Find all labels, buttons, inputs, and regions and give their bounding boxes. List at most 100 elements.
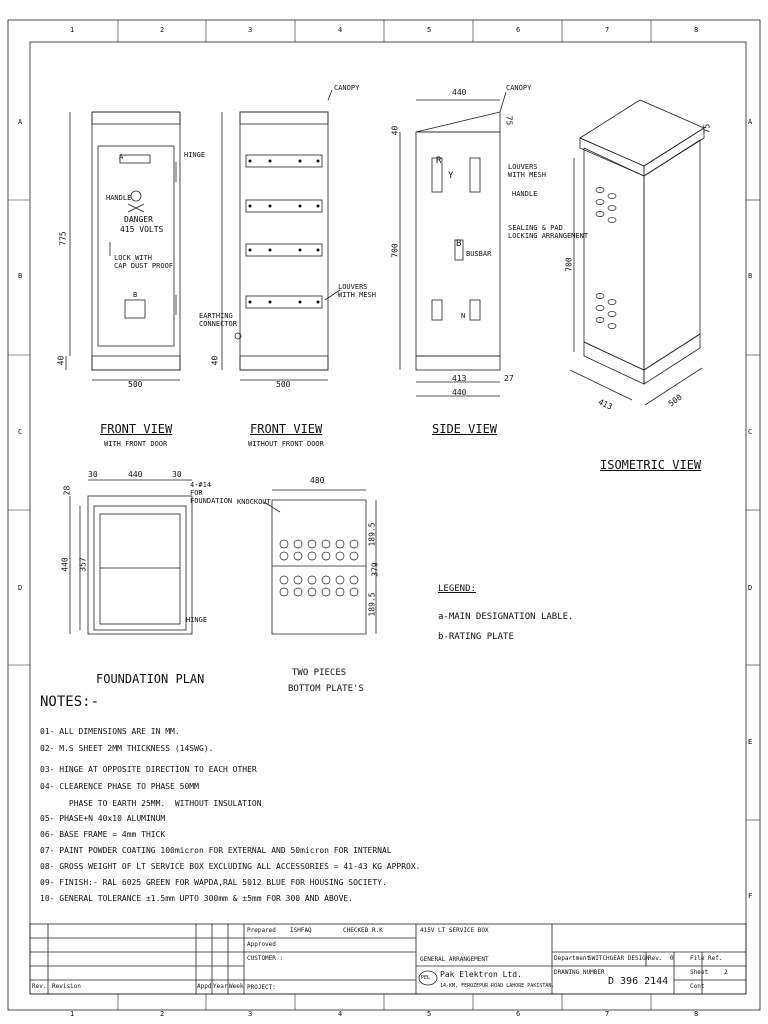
year-header: Year	[213, 983, 228, 990]
louvers-label: LOUVERS	[338, 283, 368, 291]
width-dimension: 500	[276, 380, 291, 389]
note-item: 07- PAINT POWDER COATING 100micron FOR E…	[40, 846, 392, 855]
customer-label: CUSTOMER :	[247, 955, 284, 962]
rating-plate-marker: b	[133, 291, 138, 299]
note-item: 01- ALL DIMENSIONS ARE IN MM.	[40, 727, 180, 736]
zone-label: D	[18, 584, 23, 592]
note-item: 05- PHASE+N 40x10 ALUMINUM	[40, 814, 166, 823]
base-dimension: 40	[56, 355, 66, 366]
width-dimension: 480	[310, 476, 325, 485]
sheet-number: 2	[724, 969, 728, 976]
canopy-label: CANOPY	[334, 84, 360, 92]
checked-by: R.K	[372, 927, 383, 934]
zone-label: 6	[516, 1010, 521, 1018]
zone-label: 6	[516, 26, 521, 34]
note-item: 10- GENERAL TOLERANCE ±1.5mm UPTO 300mm …	[40, 894, 354, 903]
upper-dimension: 189.5	[367, 522, 377, 547]
hinge-label: HINGE	[184, 151, 206, 159]
week-header: Week	[229, 983, 244, 990]
note-item: 02- M.S SHEET 2MM THICKNESS (14SWG).	[40, 744, 214, 753]
danger-text: DANGER	[124, 215, 153, 224]
department-value: SWITCHGEAR DESIGN	[588, 955, 650, 962]
prepared-label: Prepared	[247, 927, 276, 934]
zone-label: D	[748, 584, 753, 592]
view-title: FOUNDATION PLAN	[96, 672, 205, 686]
zone-label: B	[18, 272, 23, 280]
knockout-label: KNOCKOUT	[237, 498, 271, 506]
drawing-title: 415V LT SERVICE BOX	[420, 927, 489, 934]
lower-dimension: 189.5	[367, 592, 377, 617]
zone-label: 4	[338, 26, 343, 34]
legend-title: LEGEND:	[438, 584, 476, 594]
canopy-height-dimension: 75	[702, 123, 712, 134]
department-label: Department	[554, 955, 591, 962]
hinge-label: HINGE	[186, 616, 208, 624]
top-offset-dimension: 40	[390, 125, 400, 136]
project-label: PROJECT:	[247, 984, 276, 991]
appd-header: Appd	[197, 983, 212, 990]
view-title: TWO PIECES	[292, 668, 347, 678]
busbar-label: BUSBAR	[466, 250, 492, 258]
note-item: 08- GROSS WEIGHT OF LT SERVICE BOX EXCLU…	[40, 862, 421, 871]
foundation-holes-label: 4-#14	[190, 481, 212, 489]
top-width-dimension: 440	[452, 88, 467, 97]
inner-dimension: 413	[452, 374, 467, 383]
inner-depth-dimension: 357	[78, 557, 88, 572]
view-subtitle: WITH FRONT DOOR	[104, 440, 168, 448]
foundation-holes-label-3: FOUNDATION	[190, 497, 233, 505]
handle-label: HANDLE	[106, 194, 132, 202]
designation-label-marker: a	[119, 153, 124, 161]
height-dimension: 700	[390, 243, 400, 258]
zone-label: 7	[605, 26, 610, 34]
zone-label: 2	[160, 1010, 165, 1018]
louvers-label-2: WITH MESH	[338, 291, 376, 299]
cont-label: Cont	[690, 983, 705, 990]
offset-dimension: 27	[504, 374, 514, 383]
sealing-label-2: LOCKING ARRANGEMENT	[508, 232, 589, 240]
legend-item: b-RATING PLATE	[438, 632, 514, 642]
note-item: 06- BASE FRAME = 4mm THICK	[40, 830, 166, 839]
view-title: FRONT VIEW	[100, 422, 173, 436]
top-offset-dimension: 28	[62, 485, 72, 496]
louvers-label-2: WITH MESH	[508, 171, 546, 179]
zone-label: C	[18, 428, 23, 436]
view-title: FRONT VIEW	[250, 422, 323, 436]
view-title: ISOMETRIC VIEW	[600, 458, 702, 472]
rev-label: Rev.	[648, 955, 663, 962]
base-dimension: 40	[210, 355, 220, 366]
width-dimension: 440	[128, 470, 143, 479]
note-item: 09- FINISH:- RAL 6025 GREEN FOR WAPDA,RA…	[40, 878, 387, 887]
voltage-text: 415 VOLTS	[120, 225, 164, 234]
company-name: Pak Elektron Ltd.	[440, 970, 522, 979]
foundation-holes-label-2: FOR	[190, 489, 203, 497]
zone-label: 5	[427, 1010, 432, 1018]
sheet-label: Sheet	[690, 969, 709, 976]
view-title: SIDE VIEW	[432, 422, 498, 436]
neutral-label: N	[461, 312, 466, 320]
zone-label: 1	[70, 1010, 75, 1018]
zone-label: 3	[248, 26, 253, 34]
height-dimension: 700	[564, 257, 574, 272]
note-item: PHASE TO EARTH 25MM. WITHOUT INSULATION	[40, 799, 262, 808]
canopy-label: CANOPY	[506, 84, 532, 92]
zone-label: 8	[694, 26, 699, 34]
zone-label: 8	[694, 1010, 699, 1018]
earthing-label-2: CONNECTOR	[199, 320, 237, 328]
sealing-label: SEALING & PAD	[508, 224, 563, 232]
lock-label-2: CAP DUST PROOF	[114, 262, 174, 270]
zone-label: 5	[427, 26, 432, 34]
zone-label: A	[18, 118, 23, 126]
approved-label: Approved	[247, 941, 276, 948]
width-dimension: 440	[452, 388, 467, 397]
right-offset-dimension: 30	[172, 470, 182, 479]
zone-label: 7	[605, 1010, 610, 1018]
zone-label: 2	[160, 26, 165, 34]
phase-b-label: B	[456, 239, 462, 249]
phase-r-label: R	[436, 156, 442, 166]
outer-depth-dimension: 440	[60, 557, 70, 572]
overall-dimension: 379	[370, 562, 380, 577]
handle-label: HANDLE	[512, 190, 538, 198]
checked-label: CHECKED	[343, 927, 369, 934]
zone-label: A	[748, 118, 753, 126]
zone-label: 4	[338, 1010, 343, 1018]
